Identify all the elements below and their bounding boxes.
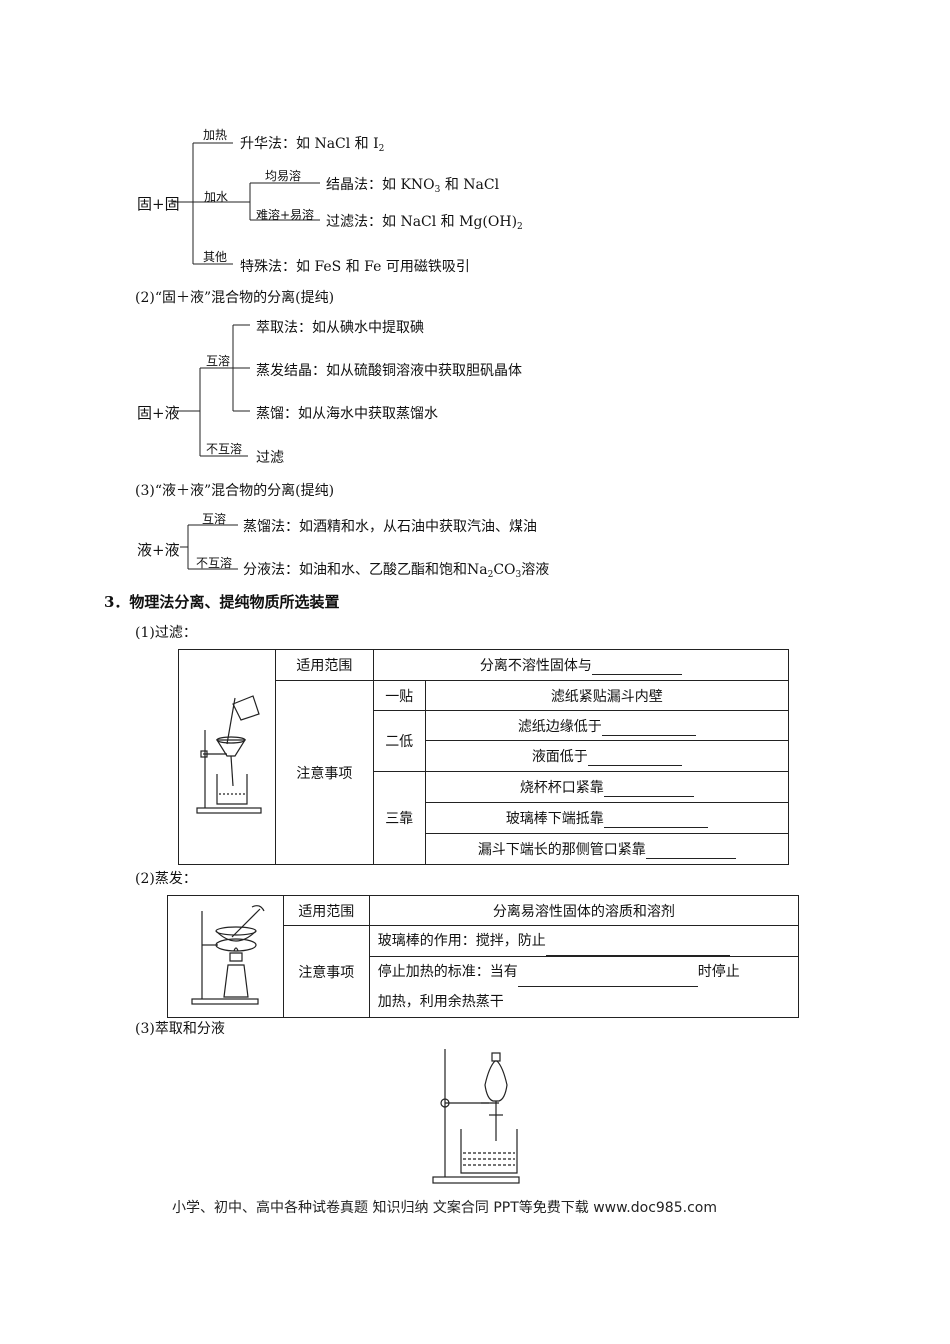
tree1-special-text: 特殊法：如 FeS 和 Fe 可用磁铁吸引 <box>240 259 470 275</box>
tree1-branch-water-label: 加水 <box>204 190 229 204</box>
filter-two-blank2[interactable] <box>587 751 682 766</box>
filter-notes-label: 注意事项 <box>274 680 374 865</box>
filter-two-blank1[interactable] <box>601 721 696 736</box>
tree3-lines <box>180 524 238 570</box>
filter-two-text1: 滤纸边缘低于 <box>424 710 790 741</box>
tree2-branch-immiscible-label: 不互溶 <box>206 442 243 456</box>
filter-group-one: 一贴 <box>372 680 426 711</box>
extract-title: (3)萃取和分液 <box>135 1021 225 1037</box>
tree1-branch-other-label: 其他 <box>203 250 228 264</box>
filter-three-text1: 烧杯杯口紧靠 <box>424 771 790 803</box>
footer-text: 小学、初中、高中各种试卷真题 知识归纳 文案合同 PPT等免费下载 www.do… <box>172 1200 717 1216</box>
filter-apparatus-cell <box>178 649 276 865</box>
tree2-lines <box>173 324 250 457</box>
evap-apparatus-icon <box>191 904 265 1005</box>
tree1-crystallization-text: 结晶法：如 KNO3 和 NaCl <box>326 177 500 195</box>
heading-physical-methods: 3．物理法分离、提纯物质所选装置 <box>104 593 340 611</box>
section2-title: (2)“固＋液”混合物的分离(提纯) <box>135 290 335 306</box>
evap-note2-line2: 加热，利用余热蒸干 <box>377 994 504 1010</box>
evap-note2-blank[interactable] <box>517 972 698 987</box>
tree3-branch-immiscible-label: 不互溶 <box>196 556 233 570</box>
tree3-branch-miscible-label: 互溶 <box>202 512 227 526</box>
tree1-branch-insoluble-label: 难溶+易溶 <box>256 208 315 222</box>
tree1-lines <box>173 142 320 265</box>
filter-title: (1)过滤： <box>135 625 197 641</box>
filter-apparatus-icon <box>196 695 262 814</box>
tree2-branch-miscible-label: 互溶 <box>206 354 231 368</box>
filter-one-text: 滤纸紧贴漏斗内壁 <box>424 680 790 711</box>
tree1-sublimation-text: 升华法：如 NaCl 和 I2 <box>240 136 385 154</box>
evap-scope-label: 适用范围 <box>282 895 370 926</box>
section3-title: (3)“液＋液”混合物的分离(提纯) <box>135 483 335 499</box>
tree1-branch-heat-label: 加热 <box>203 128 228 142</box>
evap-scope-value: 分离易溶性固体的溶质和溶剂 <box>368 895 800 926</box>
tree3-root: 液+液 <box>137 541 180 559</box>
tree1-branch-soluble-label: 均易溶 <box>265 169 302 183</box>
tree1-filtration-text: 过滤法：如 NaCl 和 Mg(OH)2 <box>326 214 523 232</box>
tree2-distillation-text: 蒸馏：如从海水中获取蒸馏水 <box>256 406 438 422</box>
filter-scope-value: 分离不溶性固体与 <box>372 649 790 681</box>
evap-apparatus-cell <box>167 895 284 1018</box>
filter-group-two: 二低 <box>372 710 426 772</box>
tree2-root: 固+液 <box>137 404 180 422</box>
filter-two-text2: 液面低于 <box>424 740 790 772</box>
evap-table: 适用范围 分离易溶性固体的溶质和溶剂 注意事项 玻璃棒的作用：搅拌，防止 停止加… <box>167 895 800 1018</box>
filter-table: 适用范围 分离不溶性固体与 注意事项 一贴 滤纸紧贴漏斗内壁 二低 滤纸边缘低于… <box>178 649 790 865</box>
separatory-funnel-apparatus-icon <box>432 1049 520 1184</box>
tree2-evaporation-text: 蒸发结晶：如从硫酸铜溶液中获取胆矾晶体 <box>256 363 522 379</box>
filter-three-blank2[interactable] <box>603 813 708 828</box>
tree1-root: 固+固 <box>137 195 180 213</box>
tree2-filter-text: 过滤 <box>256 450 284 466</box>
filter-three-blank1[interactable] <box>603 782 694 797</box>
filter-three-text2: 玻璃棒下端抵靠 <box>424 802 790 834</box>
filter-scope-label: 适用范围 <box>274 649 374 681</box>
evap-note1: 玻璃棒的作用：搅拌，防止 <box>369 926 798 957</box>
evap-notes-content: 玻璃棒的作用：搅拌，防止 停止加热的标准：当有时停止 加热，利用余热蒸干 <box>368 925 800 1018</box>
filter-three-text3: 漏斗下端长的那侧管口紧靠 <box>424 833 790 865</box>
tree2-extraction-text: 萃取法：如从碘水中提取碘 <box>256 320 424 336</box>
tree3-distillation-text: 蒸馏法：如酒精和水，从石油中获取汽油、煤油 <box>243 519 537 535</box>
filter-scope-blank[interactable] <box>591 660 682 675</box>
evap-note2: 停止加热的标准：当有时停止 <box>378 957 798 987</box>
filter-group-three: 三靠 <box>372 771 426 865</box>
evap-note1-blank[interactable] <box>545 941 730 956</box>
tree3-separation-text: 分液法：如油和水、乙酸乙酯和饱和Na2CO3溶液 <box>243 562 550 580</box>
filter-three-blank3[interactable] <box>645 844 736 859</box>
evap-notes-label: 注意事项 <box>282 925 370 1018</box>
evap-title: (2)蒸发： <box>135 871 197 887</box>
